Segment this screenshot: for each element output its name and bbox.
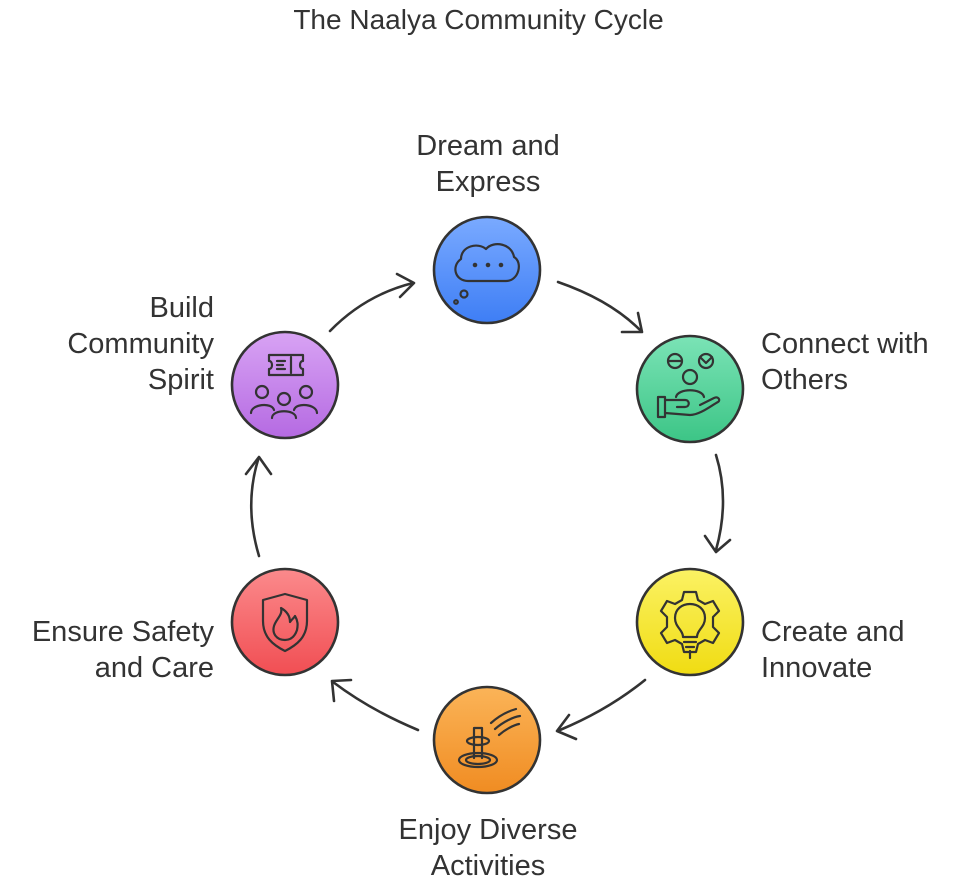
step-dream-node (432, 215, 542, 325)
arrow-build-to-dream (328, 272, 416, 333)
thought-bubble-icon (453, 243, 520, 305)
step-label-build: Build Community Spirit (67, 292, 214, 396)
step-connect-node (635, 334, 745, 444)
arrow-connect-to-create (703, 453, 732, 554)
arrow-enjoy-to-safety (330, 678, 420, 732)
step-label-connect: Connect with Others (761, 328, 929, 396)
step-label-dream: Dream and Express (416, 130, 560, 198)
ticket-group-icon (249, 353, 319, 420)
step-label-enjoy: Enjoy Diverse Activities (398, 814, 578, 882)
diagram-title: The Naalya Community Cycle (293, 4, 664, 35)
step-safety-node (230, 567, 340, 677)
step-label-create: Create and Innovate (761, 616, 905, 684)
step-enjoy-node (432, 685, 542, 795)
step-label-safety: Ensure Safety and Care (31, 616, 214, 684)
gear-lightbulb-icon (659, 590, 721, 660)
step-build-node (230, 330, 340, 440)
arrow-safety-to-build (244, 455, 273, 558)
arrow-dream-to-connect (556, 280, 644, 334)
ring-toss-icon (457, 707, 522, 769)
step-create-node (635, 567, 745, 677)
arrow-create-to-enjoy (555, 678, 647, 741)
cycle-arrows (244, 272, 732, 741)
people-hand-icon (656, 352, 721, 419)
fire-shield-icon (261, 592, 309, 653)
